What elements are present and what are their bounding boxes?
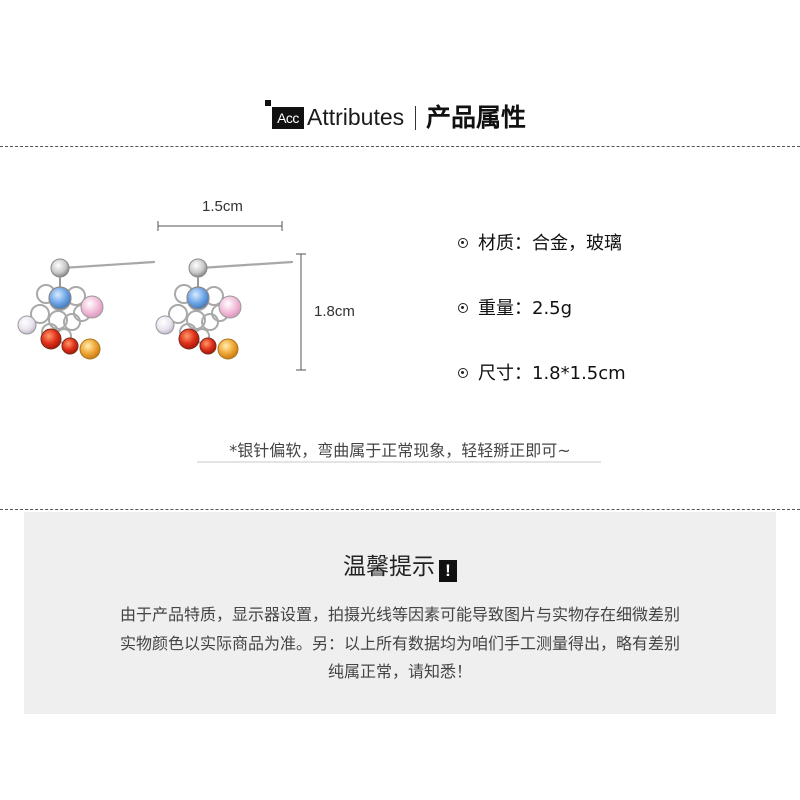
height-ruler xyxy=(296,253,306,371)
height-label: 1.8cm xyxy=(314,303,355,320)
notice-line-2: 实物颜色以实际商品为准。另：以上所有数据均为咱们手工测量得出，略有差别 xyxy=(119,634,680,653)
spec-bullet-icon xyxy=(458,238,468,248)
product-image-area: 1.5cm 1.8cm xyxy=(0,180,440,400)
notice-title: 温馨提示! xyxy=(24,547,776,582)
notice-line-1: 由于产品特质，显示器设置，拍摄光线等因素可能导致图片与实物存在细微差别 xyxy=(119,605,680,624)
width-ruler xyxy=(157,221,283,231)
spec-material-text: 材质：合金，玻璃 xyxy=(478,233,622,254)
spec-weight-text: 重量：2.5g xyxy=(478,298,573,319)
title-chinese: 产品属性 xyxy=(426,103,527,132)
exclamation-icon: ! xyxy=(439,560,457,582)
header-square-dot xyxy=(265,100,271,106)
notice-title-text: 温馨提示 xyxy=(343,554,435,580)
notice-box: 温馨提示! 由于产品特质，显示器设置，拍摄光线等因素可能导致图片与实物存在细微差… xyxy=(24,512,776,714)
attributes-header: Acc Attributes 产品属性 xyxy=(0,100,800,140)
spec-bullet-icon xyxy=(458,303,468,313)
earring-right xyxy=(154,257,294,361)
notice-line-3: 纯属正常，请知悉！ xyxy=(327,662,472,681)
acc-logo: Acc xyxy=(272,107,304,129)
spec-bullet-icon xyxy=(458,368,468,378)
title-separator xyxy=(415,106,416,130)
care-note: *银针偏软，弯曲属于正常现象，轻轻掰正即可~ xyxy=(229,441,571,460)
width-label: 1.5cm xyxy=(202,198,243,215)
earrings-illustration xyxy=(16,221,306,371)
top-dashed-divider xyxy=(0,146,800,147)
spec-size-text: 尺寸：1.8*1.5cm xyxy=(478,363,626,384)
earring-left xyxy=(16,257,156,361)
note-underline xyxy=(197,461,601,463)
bottom-dashed-divider xyxy=(0,509,800,510)
title-english: Attributes xyxy=(307,104,405,130)
